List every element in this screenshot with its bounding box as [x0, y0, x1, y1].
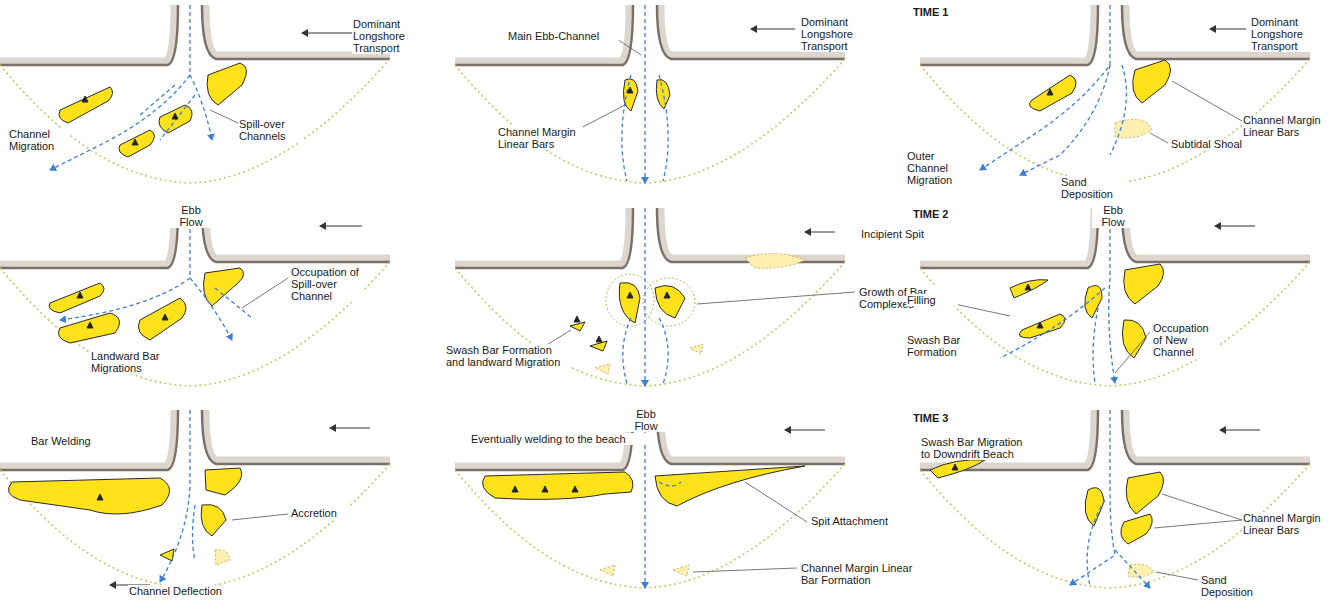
- feature-label: Landward Bar Migrations: [90, 350, 168, 374]
- feature-label: Incipient Spit: [860, 228, 962, 240]
- feature-label: Accretion: [290, 507, 362, 519]
- feature-label: Sand Deposition: [1060, 176, 1126, 200]
- stage-heading: TIME 1: [912, 6, 974, 18]
- feature-label: Filling: [906, 294, 958, 306]
- feature-label: Ebb Flow: [170, 204, 212, 228]
- feature-label: Occupation of Spill-over Channel: [290, 266, 364, 302]
- feature-label: Spit Attachment: [810, 515, 922, 527]
- feature-label: Ebb Flow: [1092, 204, 1134, 228]
- feature-label: Swash Bar Formation and landward Migrati…: [445, 344, 571, 368]
- feature-label: Subtidal Shoal: [1170, 138, 1262, 150]
- feature-label: Main Ebb-Channel: [507, 30, 619, 42]
- feature-label: Channel Deflection: [128, 585, 250, 597]
- feature-label: Channel Margin Linear Bars: [1242, 512, 1328, 536]
- feature-label: Dominant Longshore Transport: [352, 18, 416, 54]
- feature-label: Sand Deposition: [1200, 574, 1272, 598]
- feature-label: Dominant Longshore Transport: [1250, 16, 1314, 52]
- feature-label: Eventually welding to the beach: [470, 433, 650, 445]
- feature-label: Channel Margin Linear Bars: [1242, 114, 1328, 138]
- feature-label: Spill-over Channels: [238, 118, 304, 142]
- feature-label: Swash Bar Migration to Downdrift Beach: [920, 436, 1034, 460]
- feature-label: Outer Channel Migration: [906, 150, 962, 186]
- feature-label: Occupation of New Channel: [1152, 322, 1218, 358]
- feature-label: Channel Margin Linear Bars: [497, 126, 583, 150]
- feature-label: Swash Bar Formation: [906, 334, 986, 358]
- stage-heading: TIME 2: [912, 208, 974, 220]
- feature-label: Dominant Longshore Transport: [800, 16, 864, 52]
- feature-label: Channel Migration: [8, 128, 70, 152]
- feature-label: Ebb Flow: [625, 408, 667, 432]
- stage-heading: TIME 3: [912, 412, 974, 424]
- feature-label: Bar Welding: [30, 435, 122, 447]
- feature-label: Channel Margin Linear Bar Formation: [800, 562, 914, 586]
